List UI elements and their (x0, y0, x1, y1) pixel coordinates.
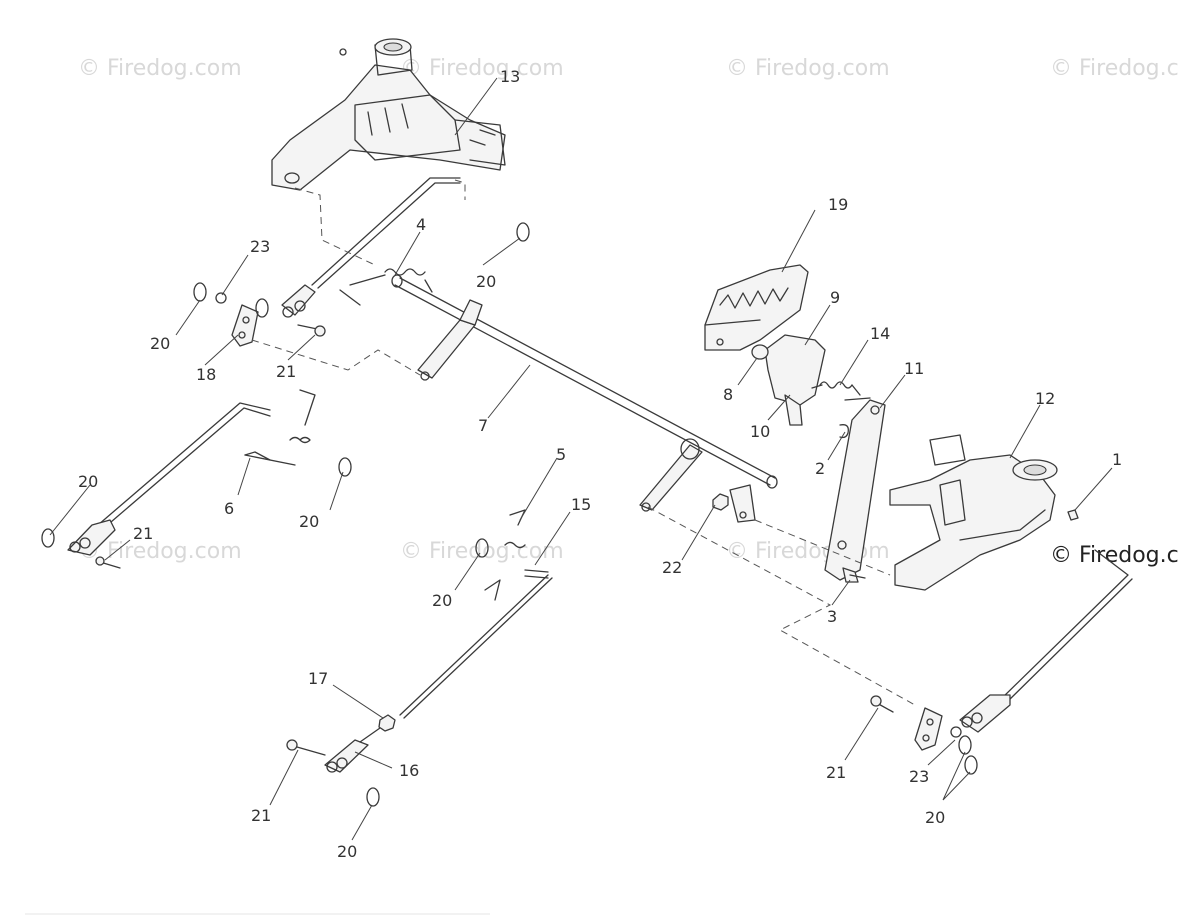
callout-22: 22 (662, 558, 682, 577)
part-23-washer-left (215, 292, 227, 304)
part-9-pedal-pad (764, 334, 826, 426)
part-4-spring (339, 268, 433, 306)
right-rod-assembly (959, 549, 1133, 733)
callout-18: 18 (196, 365, 216, 384)
part-3-bolt (842, 567, 866, 583)
part-16-clevis (324, 727, 381, 773)
callout-1: 1 (1112, 450, 1122, 469)
callout-10: 10 (750, 422, 770, 441)
callout-numbers: 13 4 23 20 20 18 21 7 19 9 14 11 8 10 12… (78, 67, 1122, 861)
callout-5: 5 (556, 445, 566, 464)
part-2-clip (839, 424, 849, 439)
part-18-plate-right (914, 707, 943, 751)
upper-rod-assembly (281, 177, 461, 337)
part-8-bushing (751, 344, 769, 360)
watermark: © Firedog.com (726, 539, 890, 564)
part-19-ratchet-plate (704, 264, 809, 351)
callout-7: 7 (478, 416, 488, 435)
callout-20: 20 (925, 808, 945, 827)
part-1-fitting (1067, 509, 1079, 521)
callout-21: 21 (826, 763, 846, 782)
callout-2: 2 (815, 459, 825, 478)
watermark-strong: © Firedog.c (1050, 543, 1179, 568)
callout-16: 16 (399, 761, 419, 780)
callout-21: 21 (251, 806, 271, 825)
alignment-lines (251, 179, 916, 706)
callout-3: 3 (827, 607, 837, 626)
part-21-pin-lower (286, 739, 326, 756)
callout-8: 8 (723, 385, 733, 404)
watermark: © Firedog.com (78, 56, 242, 81)
callout-14: 14 (870, 324, 890, 343)
callout-9: 9 (830, 288, 840, 307)
callout-19: 19 (828, 195, 848, 214)
watermark: © Firedog.com (400, 56, 564, 81)
part-11-brake-arm (824, 397, 886, 581)
part-7-cross-shaft (391, 274, 778, 523)
part-22-nut (712, 493, 729, 511)
watermark: © Firedog.c (1050, 56, 1179, 81)
callout-23: 23 (909, 767, 929, 786)
callout-13: 13 (500, 67, 520, 86)
part-6-spring (244, 389, 316, 466)
callout-4: 4 (416, 215, 426, 234)
part-14-spring (811, 381, 861, 396)
callout-21: 21 (276, 362, 296, 381)
callout-12: 12 (1035, 389, 1055, 408)
callout-21: 21 (133, 524, 153, 543)
watermark: © Firedog.com (726, 56, 890, 81)
callout-20: 20 (150, 334, 170, 353)
part-21-pin-right (870, 695, 894, 713)
callout-20: 20 (78, 472, 98, 491)
part-17-nut (378, 714, 396, 732)
callout-20: 20 (337, 842, 357, 861)
left-rod-assembly (67, 402, 271, 569)
callout-15: 15 (571, 495, 591, 514)
callout-17: 17 (308, 669, 328, 688)
callout-6: 6 (224, 499, 234, 518)
part-20-rings (41, 222, 978, 807)
callout-20: 20 (432, 591, 452, 610)
callout-20: 20 (299, 512, 319, 531)
callout-20: 20 (476, 272, 496, 291)
leader-lines (49, 77, 1113, 841)
part-23-washer-right (950, 726, 962, 738)
part-15-rod (399, 569, 553, 719)
part-13-left-bracket (271, 38, 506, 191)
callout-23: 23 (250, 237, 270, 256)
watermark: © Firedog.com (400, 539, 564, 564)
part-12-right-bracket (889, 434, 1058, 591)
part-18-plate-left (231, 304, 259, 347)
callout-11: 11 (904, 359, 924, 378)
